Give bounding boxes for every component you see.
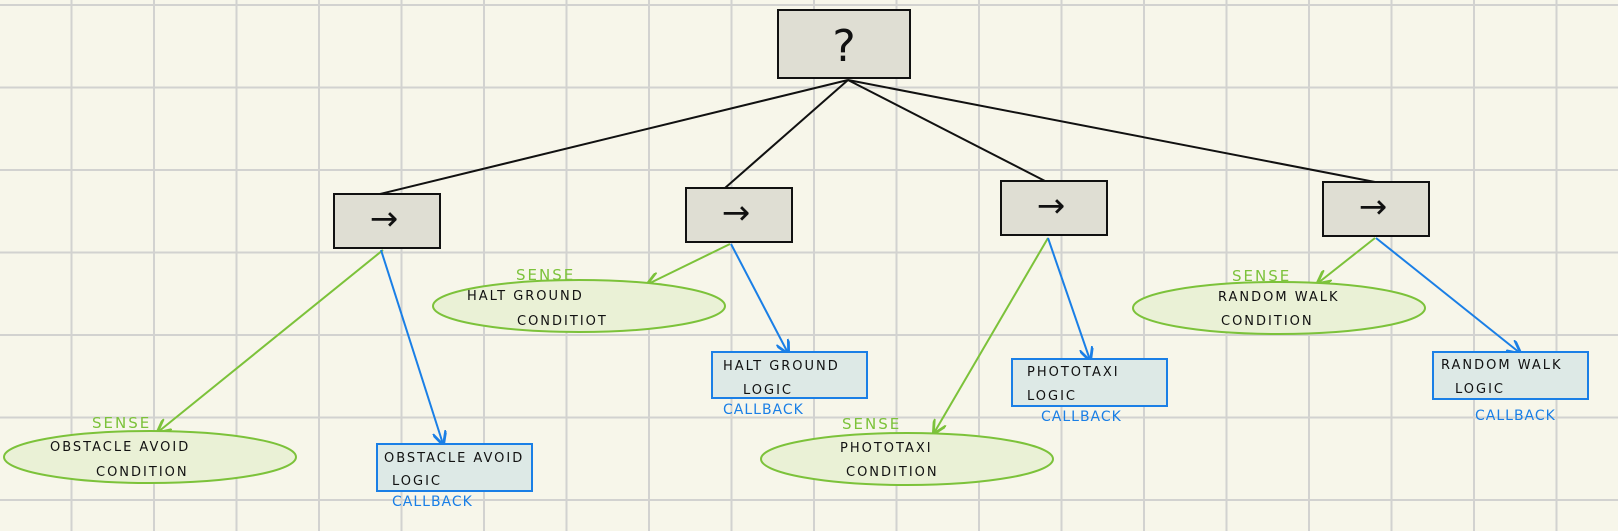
branch-random-walk: → SENSE RANDOM WALK CONDITION RANDOM WAL…	[1132, 181, 1589, 424]
condition-label-line: CONDITION	[846, 465, 939, 480]
edge-root-seq-4	[847, 79, 1376, 183]
edge-callback-2	[730, 243, 788, 353]
sequence-node-4: →	[1322, 181, 1430, 237]
callback-label-line: LOGIC	[743, 383, 793, 398]
callback-tag: CALLBACK	[723, 402, 804, 418]
condition-label-line: PHOTOTAXI	[840, 441, 933, 456]
callback-node-obstacle-avoid: OBSTACLE AVOID LOGIC	[376, 443, 533, 492]
sense-tag: SENSE	[1232, 267, 1291, 285]
edge-root-seq-3	[847, 79, 1046, 182]
sense-tag: SENSE	[92, 414, 151, 432]
edge-root-seq-1	[379, 79, 849, 195]
condition-node-halt-ground: HALT GROUND CONDITIOT	[432, 279, 726, 333]
condition-label-line: CONDITION	[1221, 314, 1314, 329]
condition-label-line: CONDITION	[96, 465, 189, 480]
callback-node-phototaxi: PHOTOTAXI LOGIC	[1011, 358, 1168, 407]
callback-label-line: PHOTOTAXI	[1027, 365, 1120, 380]
branch-phototaxi: → SENSE PHOTOTAXI CONDITION PHOTOTAXI LO…	[760, 180, 1168, 486]
condition-label-line: OBSTACLE AVOID	[50, 440, 190, 455]
branch-obstacle-avoid: → SENSE OBSTACLE AVOID CONDITION OBSTACL…	[3, 193, 533, 510]
selector-node: ?	[777, 9, 911, 79]
selector-symbol: ?	[832, 21, 855, 72]
edge-sense-3	[934, 237, 1049, 433]
edge-callback-3	[1047, 237, 1090, 360]
callback-tag: CALLBACK	[1041, 409, 1122, 425]
callback-label-line: RANDOM WALK	[1441, 358, 1563, 373]
callback-node-halt-ground: HALT GROUND LOGIC	[711, 351, 868, 399]
branch-halt-ground: → SENSE HALT GROUND CONDITIOT HALT GROUN…	[432, 187, 868, 418]
condition-label-line: CONDITIOT	[517, 314, 608, 329]
edge-sense-4	[1318, 237, 1376, 283]
callback-tag: CALLBACK	[392, 494, 473, 510]
sequence-node-2: →	[685, 187, 793, 243]
sequence-node-1: →	[333, 193, 441, 249]
callback-node-random-walk: RANDOM WALK LOGIC	[1432, 351, 1589, 400]
condition-node-phototaxi: PHOTOTAXI CONDITION	[760, 432, 1054, 486]
sequence-symbol: →	[1037, 186, 1066, 226]
callback-label-line: OBSTACLE AVOID	[384, 451, 524, 466]
sequence-node-3: →	[1000, 180, 1108, 236]
edge-callback-4	[1375, 237, 1520, 353]
condition-node-random-walk: RANDOM WALK CONDITION	[1132, 281, 1426, 335]
callback-label-line: HALT GROUND	[723, 359, 840, 374]
condition-node-obstacle-avoid: OBSTACLE AVOID CONDITION	[3, 430, 297, 484]
edge-callback-1	[380, 249, 443, 444]
edge-sense-1	[158, 249, 384, 432]
condition-label-line: RANDOM WALK	[1218, 290, 1340, 305]
callback-label-line: LOGIC	[1027, 389, 1077, 404]
condition-label-line: HALT GROUND	[467, 289, 584, 304]
sequence-symbol: →	[370, 199, 399, 239]
edge-sense-2	[648, 243, 731, 284]
sense-tag: SENSE	[842, 415, 901, 433]
sequence-symbol: →	[1359, 187, 1388, 227]
sequence-symbol: →	[722, 193, 751, 233]
edge-root-seq-2	[724, 79, 849, 189]
callback-label-line: LOGIC	[1455, 382, 1505, 397]
callback-label-line: LOGIC	[392, 474, 442, 489]
callback-tag: CALLBACK	[1475, 408, 1556, 424]
